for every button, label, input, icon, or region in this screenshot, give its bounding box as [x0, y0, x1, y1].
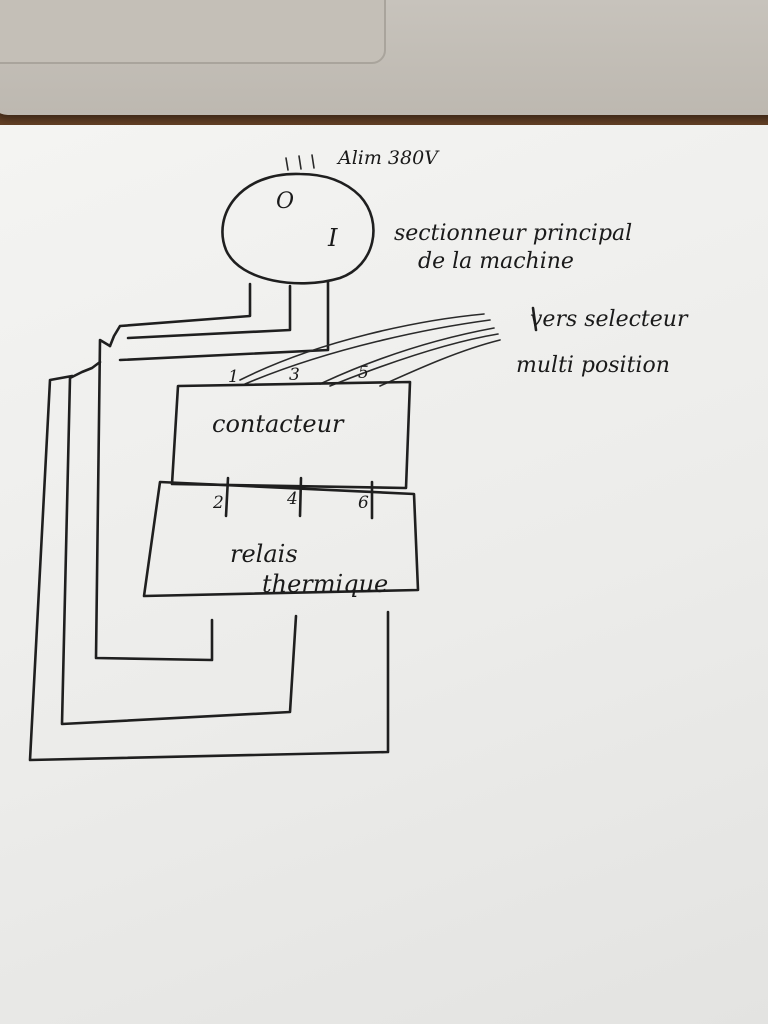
relay-terminal-6: 6 — [358, 493, 369, 513]
selector-label-line2: multi position — [516, 353, 670, 378]
relay-terminal-2: 2 — [212, 493, 224, 513]
selector-label-line1: vers selecteur — [530, 307, 689, 332]
laptop-trackpad — [0, 0, 386, 64]
relay-terminal-4: 4 — [286, 489, 298, 509]
contactor-terminal-5: 5 — [358, 363, 369, 383]
contactor-box — [170, 380, 412, 490]
paper-sheet — [0, 125, 768, 1024]
relay-label-line2: thermique — [262, 570, 388, 598]
switch-output-wires — [108, 280, 330, 362]
selector-wires — [239, 313, 501, 387]
contactor-terminal-1: 1 — [228, 367, 239, 387]
switch-label-line1: sectionneur principal — [394, 221, 632, 246]
switch-off-mark: O — [276, 189, 294, 214]
laptop-edge — [0, 0, 768, 115]
supply-phase-marks — [285, 154, 315, 171]
relay-label-line1: relais — [230, 540, 298, 568]
switch-label-line2: de la machine — [418, 249, 574, 274]
output-wires — [28, 338, 390, 762]
supply-label: Alim 380V — [336, 147, 440, 169]
switch-on-mark: I — [327, 224, 338, 252]
contactor-label: contacteur — [212, 410, 345, 438]
main-switch-circle — [221, 172, 375, 285]
thermal-relay-box — [142, 480, 420, 598]
selector-strike-mark — [531, 306, 538, 332]
relay-terminal-bars — [224, 476, 374, 520]
contactor-terminal-3: 3 — [289, 365, 300, 385]
